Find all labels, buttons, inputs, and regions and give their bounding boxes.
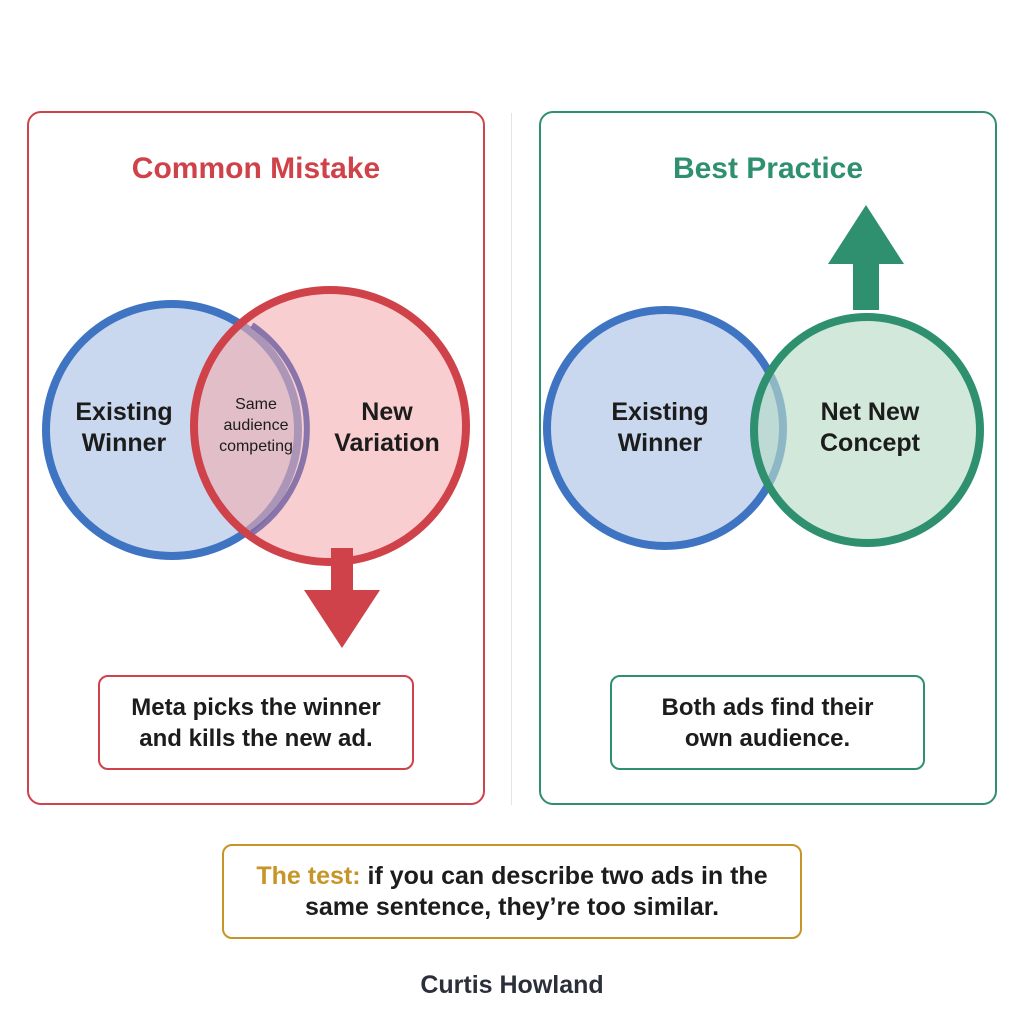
best-practice-title: Best Practice — [672, 152, 864, 185]
existing-winner-label: Existing Winner — [75, 398, 173, 457]
arrow-up-icon — [828, 205, 904, 310]
common-mistake-panel — [27, 111, 485, 805]
panel-divider — [511, 113, 512, 805]
same-audience-label: Same audience competing — [219, 396, 293, 455]
test-note: The test: if you can describe two ads in… — [242, 861, 782, 923]
test-note-box: The test: if you can describe two ads in… — [222, 844, 802, 939]
best-practice-callout: Both ads find their own audience. — [610, 675, 925, 770]
net-new-concept-circle — [750, 313, 984, 547]
best-practice-callout-text: Both ads find their own audience. — [661, 693, 874, 752]
common-mistake-title: Common Mistake — [131, 152, 381, 185]
arrow-down-icon — [304, 548, 380, 648]
overlap-outline — [250, 322, 310, 536]
test-note-prefix: The test: — [256, 861, 361, 890]
best-practice-panel — [539, 111, 997, 805]
mistake-callout: Meta picks the winner and kills the new … — [98, 675, 414, 770]
new-variation-circle — [190, 286, 470, 566]
new-variation-label: New Variation — [334, 398, 440, 457]
existing-winner-label: Existing Winner — [611, 398, 709, 457]
test-note-text: if you can describe two ads in the same … — [304, 861, 768, 921]
net-new-concept-label: Net New Concept — [820, 398, 920, 457]
mistake-callout-text: Meta picks the winner and kills the new … — [131, 693, 381, 752]
author-name: Curtis Howland — [420, 971, 604, 999]
